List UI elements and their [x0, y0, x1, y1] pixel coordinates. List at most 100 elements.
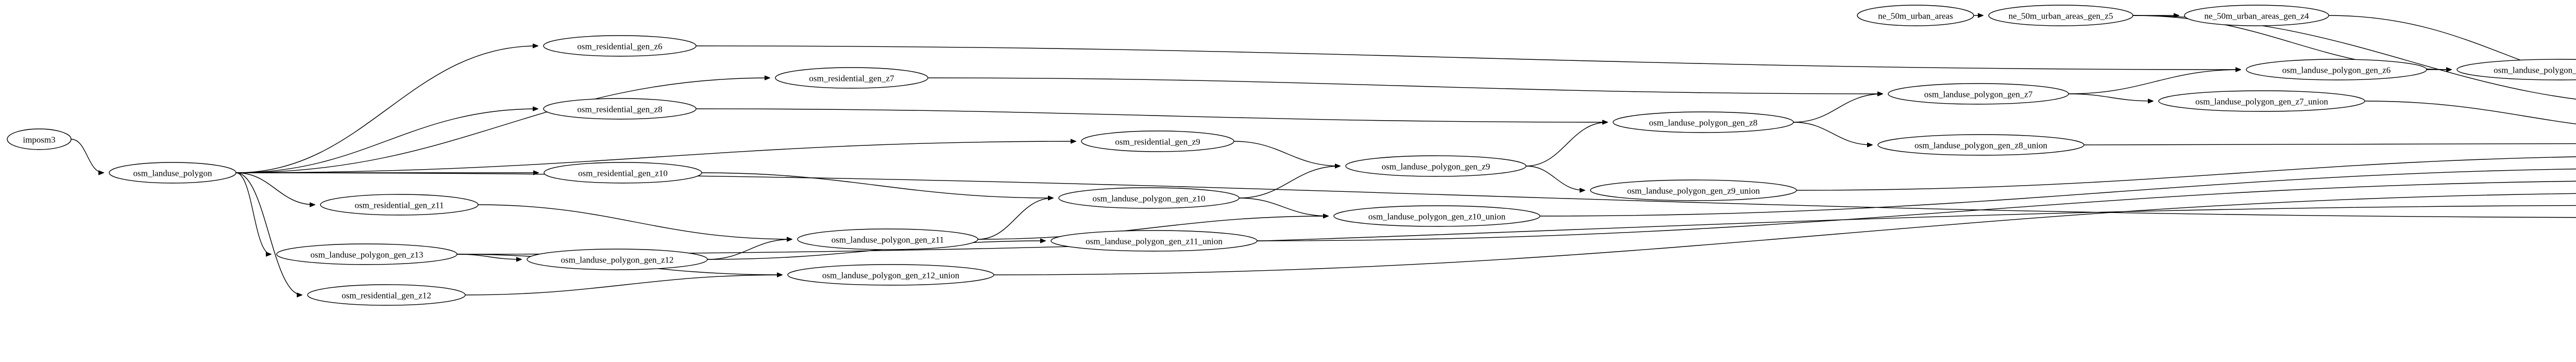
node-ellipse	[787, 264, 994, 286]
node-ellipse	[543, 35, 697, 57]
node-ellipse	[1050, 230, 1258, 252]
graph-node-osm_landuse_polygon_gen_z7_union[interactable]: osm_landuse_polygon_gen_z7_union	[2158, 90, 2365, 112]
graph-edge-osm_landuse_polygon--to--osm_residential_gen_z9	[235, 141, 1076, 173]
node-label: osm_landuse_polygon_gen_z10	[1092, 194, 1205, 204]
graph-edge-osm_landuse_polygon_gen_z10--to--osm_landuse_polygon_gen_z9	[1239, 166, 1340, 199]
graph-edge-osm_landuse_polygon_gen_z11--to--osm_landuse_polygon_gen_z10	[977, 198, 1053, 240]
node-ellipse	[320, 194, 479, 216]
graph-edge-osm_landuse_polygon--to--osm_residential_gen_z8	[235, 109, 538, 173]
graph-node-osm_residential_gen_z7[interactable]: osm_residential_gen_z7	[775, 67, 928, 89]
graph-node-osm_landuse_polygon_gen_z8_union[interactable]: osm_landuse_polygon_gen_z8_union	[1877, 134, 2084, 156]
graph-edge-osm_residential_gen_z8--to--osm_landuse_polygon_gen_z8	[696, 108, 1607, 122]
node-label: osm_landuse_polygon_gen_z7_union	[2195, 97, 2328, 107]
node-ellipse	[1988, 5, 2133, 26]
node-ellipse	[7, 128, 72, 150]
node-label: osm_landuse_polygon	[133, 169, 212, 178]
node-label: osm_landuse_polygon_gen_z12	[561, 255, 673, 265]
graph-node-osm_landuse_polygon_gen_z8[interactable]: osm_landuse_polygon_gen_z8	[1613, 111, 1794, 133]
nodes-layer: imposm3 osm_landuse_polygon osm_residentia…	[7, 5, 2576, 306]
edges-layer	[71, 15, 2576, 295]
graph-node-osm_landuse_polygon_gen_z11[interactable]: osm_landuse_polygon_gen_z11	[797, 228, 978, 250]
graph-edge-osm_residential_gen_z6--to--osm_landuse_polygon_gen_z6	[696, 45, 2241, 70]
graph-node-osm_residential_gen_z12[interactable]: osm_residential_gen_z12	[307, 284, 466, 306]
node-ellipse	[1081, 130, 1234, 152]
graph-edge-osm_residential_gen_z11--to--osm_landuse_polygon_gen_z11	[478, 204, 792, 239]
node-label: osm_landuse_polygon_gen_z11_union	[1086, 237, 1223, 246]
graph-node-osm_landuse_polygon_gen_z12_union[interactable]: osm_landuse_polygon_gen_z12_union	[787, 264, 994, 286]
graph-node-osm_landuse_polygon_gen_z10[interactable]: osm_landuse_polygon_gen_z10	[1058, 187, 1240, 209]
node-ellipse	[1333, 205, 1540, 227]
node-ellipse	[2246, 59, 2427, 80]
node-label: osm_landuse_polygon_gen_z12_union	[822, 271, 960, 281]
graph-node-osm_landuse_polygon_gen_z6[interactable]: osm_landuse_polygon_gen_z6	[2246, 59, 2427, 80]
node-label: osm_residential_gen_z8	[577, 105, 662, 114]
graph-node-osm_landuse_polygon_gen_z6_union[interactable]: osm_landuse_polygon_gen_z6_union	[2456, 59, 2576, 80]
graph-edge-osm_landuse_polygon_gen_z7--to--osm_landuse_polygon_gen_z7_union	[2068, 93, 2153, 101]
graph-node-osm_landuse_polygon_gen_z7[interactable]: osm_landuse_polygon_gen_z7	[1888, 83, 2069, 105]
node-ellipse	[2184, 5, 2329, 26]
node-ellipse	[307, 284, 466, 306]
graph-node-osm_residential_gen_z9[interactable]: osm_residential_gen_z9	[1081, 130, 1234, 152]
graph-node-osm_landuse_polygon[interactable]: osm_landuse_polygon	[109, 162, 236, 184]
graph-node-osm_landuse_polygon_gen_z12[interactable]: osm_landuse_polygon_gen_z12	[527, 249, 708, 270]
node-label: osm_landuse_polygon_gen_z6	[2282, 65, 2391, 75]
node-label: osm_landuse_polygon_gen_z9	[1382, 162, 1490, 172]
graph-node-osm_landuse_polygon_gen_z9_union[interactable]: osm_landuse_polygon_gen_z9_union	[1590, 179, 1797, 201]
graph-node-imposm3[interactable]: imposm3	[7, 128, 72, 150]
graph-node-osm_residential_gen_z10[interactable]: osm_residential_gen_z10	[544, 162, 702, 184]
graph-edge-osm_residential_gen_z7--to--osm_landuse_polygon_gen_z7	[927, 77, 1883, 94]
node-label: osm_landuse_polygon_gen_z8_union	[1914, 141, 2047, 151]
graph-edge-imposm3--to--osm_landuse_polygon	[71, 139, 104, 173]
node-ellipse	[527, 249, 708, 270]
graph-edge-osm_landuse_polygon_gen_z12_union--to--layer_landuse.z12	[993, 193, 2576, 275]
graph-edge-osm_landuse_polygon_gen_z8--to--osm_landuse_polygon_gen_z8_union	[1793, 122, 1872, 145]
graph-node-ne_50m_urban_areas[interactable]: ne_50m_urban_areas	[1857, 5, 1974, 26]
graph-edge-osm_landuse_polygon--to--osm_residential_gen_z6	[235, 46, 538, 173]
node-ellipse	[2158, 90, 2365, 112]
graph-edge-osm_landuse_polygon_gen_z13--to--osm_landuse_polygon_gen_z12	[456, 254, 521, 259]
graph-edge-ne_50m_urban_areas_gen_z4--to--layer_landuse.z4	[2328, 15, 2576, 79]
graph-edge-osm_landuse_polygon--to--osm_landuse_polygon_gen_z13	[235, 172, 271, 254]
graph-edge-osm_landuse_polygon_gen_z10_union--to--layer_landuse.z10	[1539, 168, 2576, 217]
graph-node-osm_landuse_polygon_gen_z11_union[interactable]: osm_landuse_polygon_gen_z11_union	[1050, 230, 1258, 252]
node-ellipse	[1058, 187, 1240, 209]
node-label: ne_50m_urban_areas_gen_z5	[2009, 11, 2113, 21]
node-label: osm_residential_gen_z9	[1115, 137, 1200, 147]
graph-edge-osm_landuse_polygon_gen_z12--to--osm_landuse_polygon_gen_z11	[707, 239, 792, 260]
node-ellipse	[797, 228, 978, 250]
node-ellipse	[775, 67, 928, 89]
node-label: imposm3	[23, 135, 55, 145]
node-label: osm_landuse_polygon_gen_z13	[310, 250, 423, 260]
node-label: osm_landuse_polygon_gen_z7	[1924, 90, 2033, 100]
graph-edge-osm_landuse_polygon_gen_z11_union--to--layer_landuse.z11	[1257, 180, 2576, 241]
graph-edge-osm_landuse_polygon_gen_z13--to--layer_landuse.z13	[456, 205, 2576, 255]
graph-node-osm_landuse_polygon_gen_z9[interactable]: osm_landuse_polygon_gen_z9	[1345, 155, 1527, 177]
node-ellipse	[2456, 59, 2576, 80]
graph-edge-osm_landuse_polygon_gen_z10--to--osm_landuse_polygon_gen_z10_union	[1239, 198, 1328, 216]
node-label: osm_landuse_polygon_gen_z8	[1649, 118, 1758, 128]
graph-edge-osm_residential_gen_z9--to--osm_landuse_polygon_gen_z9	[1233, 141, 1340, 166]
graph-edge-osm_landuse_polygon_gen_z11--to--osm_landuse_polygon_gen_z10_union	[977, 216, 1328, 240]
graph-edge-osm_landuse_polygon_gen_z9--to--osm_landuse_polygon_gen_z9_union	[1526, 166, 1585, 190]
graph-edge-osm_landuse_polygon_gen_z9--to--osm_landuse_polygon_gen_z8	[1526, 122, 1607, 167]
graph-node-osm_residential_gen_z6[interactable]: osm_residential_gen_z6	[543, 35, 697, 57]
node-ellipse	[1590, 179, 1797, 201]
node-label: osm_residential_gen_z12	[342, 291, 431, 301]
graph-edge-osm_landuse_polygon_gen_z8--to--osm_landuse_polygon_gen_z7	[1793, 94, 1883, 123]
graph-node-ne_50m_urban_areas_gen_z4[interactable]: ne_50m_urban_areas_gen_z4	[2184, 5, 2329, 26]
node-ellipse	[1857, 5, 1974, 26]
graph-edge-osm_landuse_polygon--to--osm_residential_gen_z12	[235, 172, 302, 295]
graph-edge-osm_residential_gen_z10--to--osm_landuse_polygon_gen_z10	[701, 172, 1053, 198]
graph-node-ne_50m_urban_areas_gen_z5[interactable]: ne_50m_urban_areas_gen_z5	[1988, 5, 2133, 26]
graph-edge-osm_landuse_polygon--to--osm_residential_gen_z11	[235, 172, 315, 205]
graph-node-osm_landuse_polygon_gen_z13[interactable]: osm_landuse_polygon_gen_z13	[276, 243, 457, 265]
graph-edge-osm_landuse_polygon--to--osm_residential_gen_z7	[235, 78, 770, 173]
node-ellipse	[109, 162, 236, 184]
node-label: osm_residential_gen_z7	[809, 74, 894, 84]
node-ellipse	[276, 243, 457, 265]
graph-node-osm_residential_gen_z11[interactable]: osm_residential_gen_z11	[320, 194, 479, 216]
node-label: osm_landuse_polygon_gen_z9_union	[1627, 186, 1760, 196]
graph-node-osm_landuse_polygon_gen_z10_union[interactable]: osm_landuse_polygon_gen_z10_union	[1333, 205, 1540, 227]
graph-node-osm_residential_gen_z8[interactable]: osm_residential_gen_z8	[543, 98, 697, 120]
